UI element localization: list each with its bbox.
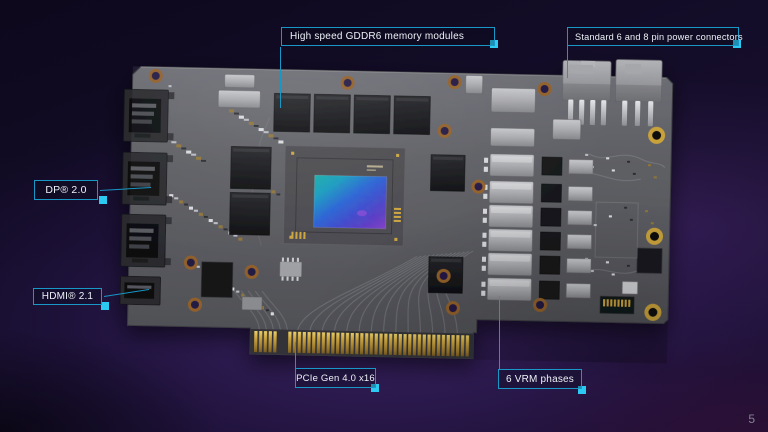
callout-hdmi: HDMI® 2.1 — [33, 288, 102, 305]
callout-hdmi-label: HDMI® 2.1 — [41, 291, 94, 302]
callout-pcie-label: PCIe Gen 4.0 x16 — [296, 372, 375, 384]
callout-power: Standard 6 and 8 pin power connectors — [567, 27, 743, 46]
pcie-callout-marker — [371, 384, 379, 392]
vrm-callout-marker — [578, 386, 586, 394]
callout-dp: DP® 2.0 — [34, 180, 98, 200]
callout-memory: High speed GDDR6 memory modules — [281, 27, 495, 46]
dp-callout-line — [99, 187, 152, 191]
callout-dp-label: DP® 2.0 — [45, 184, 87, 196]
callout-memory-label: High speed GDDR6 memory modules — [290, 31, 465, 42]
hdmi-callout-marker — [101, 302, 109, 310]
power-callout-marker — [733, 40, 741, 48]
page-number: 5 — [748, 412, 755, 426]
callout-vrm-label: 6 VRM phases — [506, 373, 574, 385]
callout-power-label: Standard 6 and 8 pin power connectors — [575, 31, 743, 42]
hdmi-callout-line — [103, 289, 150, 297]
dp-callout-marker — [99, 196, 107, 204]
callout-pcie: PCIe Gen 4.0 x16 — [295, 368, 376, 388]
callout-vrm: 6 VRM phases — [498, 369, 582, 389]
